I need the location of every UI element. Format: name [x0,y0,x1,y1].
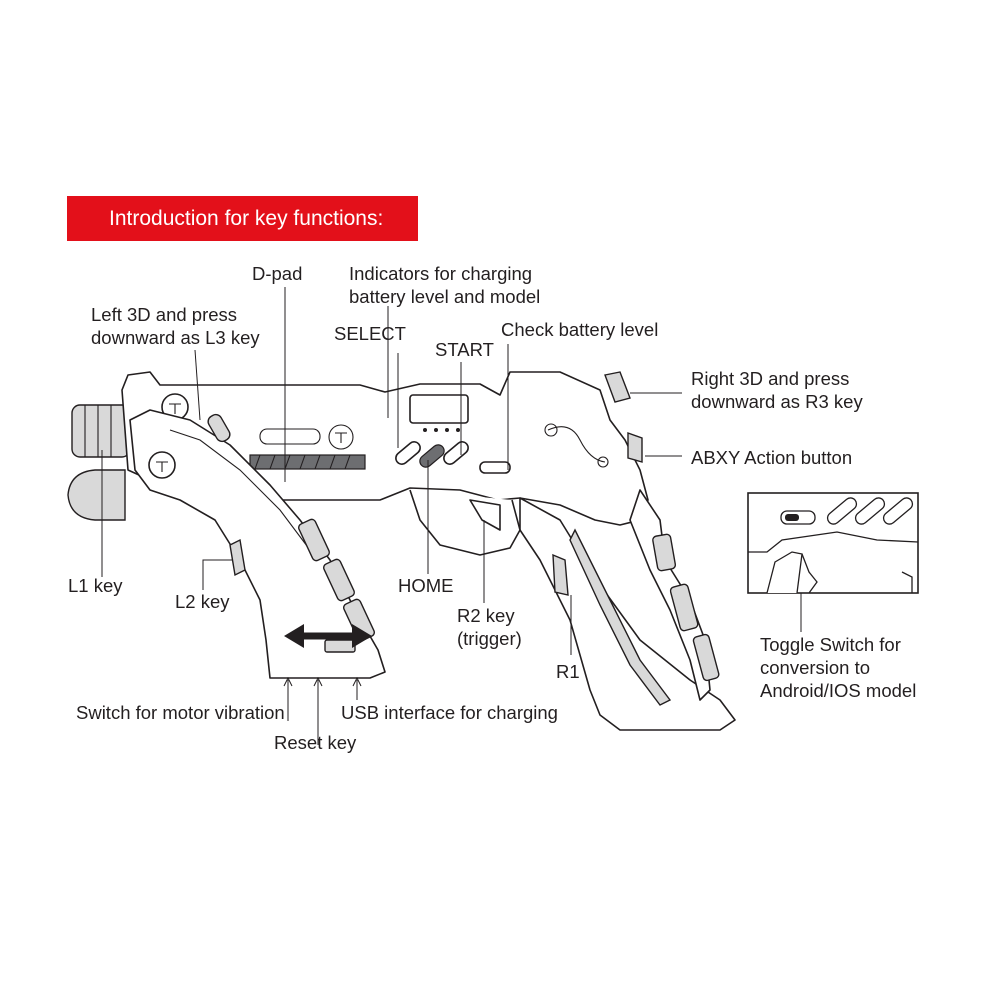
home-label: HOME [398,575,454,596]
left-3d-label: Left 3D and press downward as L3 key [91,304,260,348]
start-label: START [435,339,494,360]
abxy-label: ABXY Action button [691,447,853,468]
select-label: SELECT [334,323,406,344]
dpad-label: D-pad [252,263,303,284]
r1-label: R1 [556,661,580,682]
left-grip [129,409,386,679]
l1-label: L1 key [68,575,123,596]
double-arrow-icon [284,624,372,648]
usb-interface-label: USB interface for charging [341,702,558,723]
l2-label: L2 key [175,591,230,612]
inset-detail-drawing [747,492,919,594]
check-battery-label: Check battery level [501,319,659,340]
indicators-label: Indicators for charging battery level an… [349,263,541,307]
right-3d-label: Right 3D and press downward as R3 key [691,368,863,412]
barrel-muzzle [67,404,131,521]
toggle-switch-label: Toggle Switch for conversion to Android/… [760,634,917,701]
motor-switch-label: Switch for motor vibration [76,702,285,723]
reset-key-label: Reset key [274,732,357,753]
r2-label: R2 key (trigger) [457,605,522,649]
section-banner: Introduction for key functions: [67,196,418,241]
right-grip [519,497,736,731]
